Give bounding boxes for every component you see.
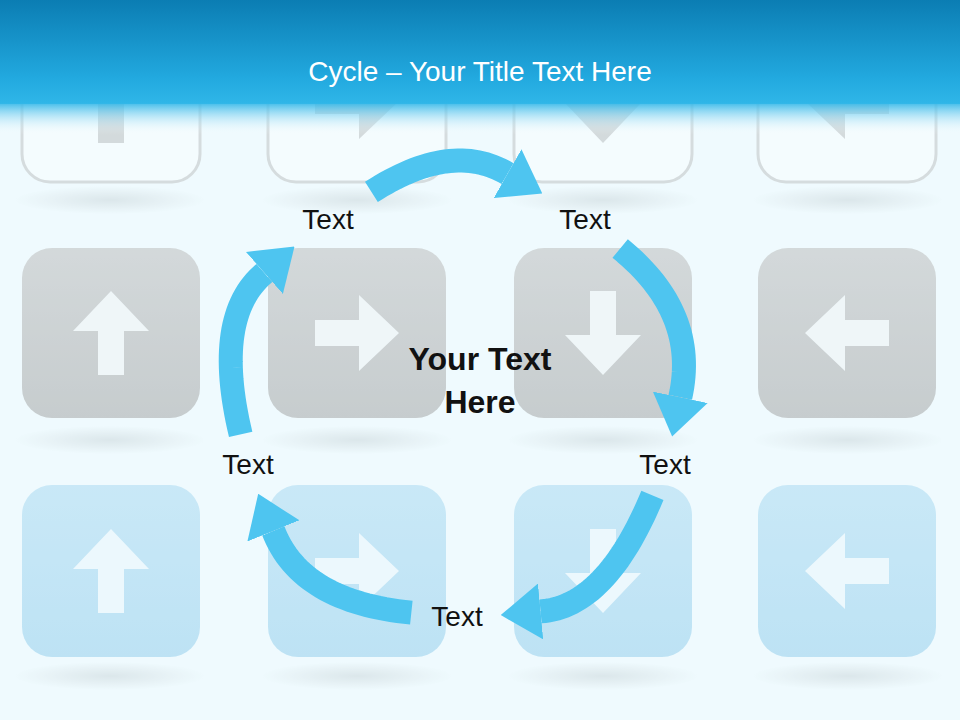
- cycle-step: Text: [208, 440, 287, 490]
- slide-title: Cycle – Your Title Text Here: [0, 56, 960, 88]
- cycle-step: Text: [545, 195, 624, 245]
- step-text: Text: [302, 203, 353, 237]
- header-fade: [0, 103, 960, 135]
- cycle-arrow: [273, 531, 411, 613]
- cycle-arrow: [231, 273, 265, 434]
- center-label: Your Text Here: [370, 338, 590, 424]
- step-text: Text: [639, 448, 690, 482]
- cycle-arrow: [541, 495, 653, 611]
- cycle-arrow: [620, 249, 684, 398]
- cycle-arrow: [371, 161, 507, 192]
- step-text: Text: [559, 203, 610, 237]
- header-bar: [0, 0, 960, 104]
- step-text: Text: [222, 448, 273, 482]
- cycle-step: Text: [625, 440, 704, 490]
- cycle-step: Text: [288, 195, 367, 245]
- cycle-step: Text: [417, 592, 496, 642]
- step-text: Text: [431, 600, 482, 634]
